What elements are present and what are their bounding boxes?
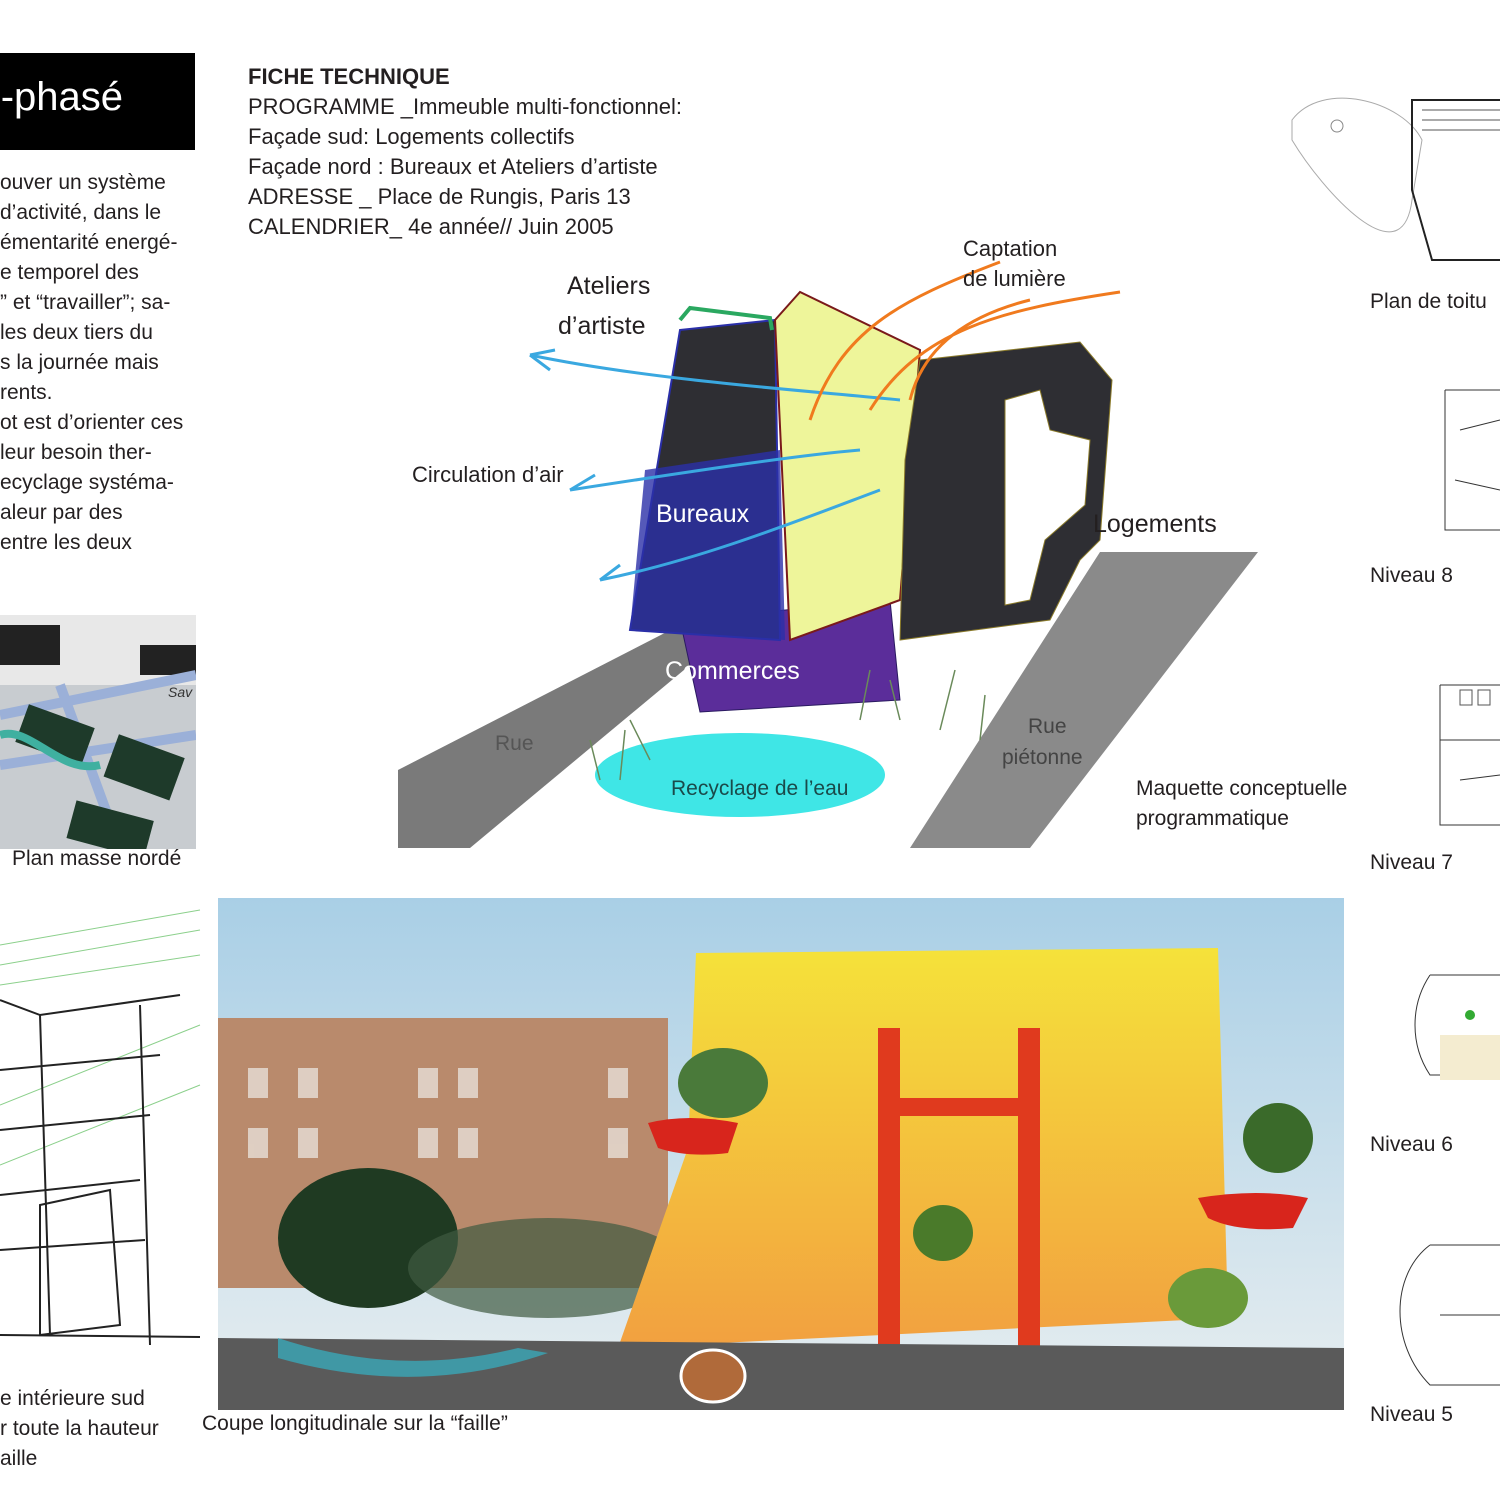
- page-title: -phasé: [0, 75, 123, 119]
- red-column: [878, 1028, 900, 1408]
- plants: [589, 669, 986, 781]
- paragraph-line: s la journée mais: [0, 351, 159, 374]
- paragraph-line: rents.: [0, 381, 53, 404]
- floor-plan-label: Niveau 5: [1370, 1403, 1453, 1426]
- label-ateliers-line2: d’artiste: [558, 312, 646, 340]
- floor-plan-label: Plan de toitu: [1370, 290, 1487, 313]
- water-basin: [278, 1338, 548, 1377]
- paragraph-line: ” et “travailler”; sa-: [0, 291, 171, 314]
- fiche-heading: FICHE TECHNIQUE: [248, 64, 450, 89]
- water-pool: [595, 733, 885, 817]
- bureaux-lower: [630, 450, 785, 640]
- light-arrow: [808, 260, 1121, 421]
- new-building-section: [618, 948, 1228, 1348]
- paragraph-line: les deux tiers du: [0, 321, 153, 344]
- paragraph-line: ecyclage systéma-: [0, 471, 174, 494]
- air-arrow: [529, 348, 901, 582]
- paragraph-line: aleur par des: [0, 501, 123, 524]
- label-recyclage: Recyclage de l’eau: [671, 777, 849, 800]
- label-captation-line2: de lumière: [963, 266, 1066, 291]
- title-box: -phasé: [0, 53, 195, 150]
- intro-paragraph: ouver un système d’activité, dans le éme…: [0, 168, 200, 558]
- ateliers-outline: [678, 305, 774, 331]
- floor-plan-label: Niveau 6: [1370, 1133, 1453, 1156]
- label-rue-pietonne-line2: piétonne: [1002, 746, 1083, 769]
- caption-maquette-line2: programmatique: [1136, 807, 1289, 830]
- fiche-line: ADRESSE _ Place de Rungis, Paris 13: [248, 184, 631, 209]
- fiche-line: Façade sud: Logements collectifs: [248, 124, 575, 149]
- label-ateliers-line1: Ateliers: [567, 272, 651, 300]
- caption-maquette-line1: Maquette conceptuelle: [1136, 777, 1348, 800]
- plan-masse-image: Sav: [0, 615, 196, 849]
- yellow-facade: [773, 290, 922, 642]
- longitudinal-section-image: [218, 898, 1344, 1410]
- caption-plan-masse: Plan masse nordé: [12, 847, 182, 870]
- section-sketch: [0, 909, 201, 1346]
- fiche-line: Façade nord : Bureaux et Ateliers d’arti…: [248, 154, 658, 179]
- caption-section: Coupe longitudinale sur la “faille”: [202, 1412, 508, 1435]
- fiche-technique: FICHE TECHNIQUE PROGRAMME _Immeuble mult…: [248, 62, 682, 242]
- street-rue: [398, 620, 720, 848]
- logements-block: [899, 341, 1113, 641]
- label-commerces: Commerces: [665, 657, 800, 685]
- floor-plan-niveau-5: [1399, 1244, 1500, 1386]
- caption-sketch-line1: e intérieure sud: [0, 1387, 145, 1410]
- concept-diagram: [398, 260, 1258, 848]
- floor-plan-niveau-7: [1439, 684, 1500, 826]
- label-bureaux: Bureaux: [656, 500, 750, 528]
- floor-plan-niveau-8: [1444, 389, 1500, 531]
- paragraph-line: émentarité energé-: [0, 231, 178, 254]
- fiche-line: CALENDRIER_ 4e année// Juin 2005: [248, 214, 614, 239]
- label-rue-pietonne-line1: Rue: [1028, 715, 1067, 738]
- floor-plan-label: Niveau 8: [1370, 564, 1453, 587]
- street-pietonne: [910, 552, 1258, 848]
- floor-plan-niveau-6: [1414, 974, 1500, 1080]
- paragraph-line: e temporel des: [0, 261, 139, 284]
- fiche-line: PROGRAMME _Immeuble multi-fonctionnel:: [248, 94, 683, 119]
- paragraph-line: leur besoin ther-: [0, 441, 152, 464]
- label-rue: Rue: [495, 732, 534, 755]
- floor-plan-label: Niveau 7: [1370, 851, 1453, 874]
- label-captation-line1: Captation: [963, 236, 1058, 261]
- label-logements: Logements: [1093, 510, 1217, 538]
- caption-sketch-line3: aille: [0, 1447, 38, 1470]
- caption-sketch-line2: r toute la hauteur: [0, 1417, 159, 1440]
- floor-plan-roof: [1291, 97, 1500, 261]
- paragraph-line: ouver un système: [0, 171, 166, 194]
- paragraph-line: ot est d’orienter ces: [0, 411, 184, 434]
- map-street-text: Sav: [168, 684, 193, 700]
- red-column: [1018, 1028, 1040, 1408]
- paragraph-line: d’activité, dans le: [0, 201, 162, 224]
- paragraph-line: entre les deux: [0, 531, 132, 554]
- label-circulation: Circulation d’air: [412, 462, 564, 487]
